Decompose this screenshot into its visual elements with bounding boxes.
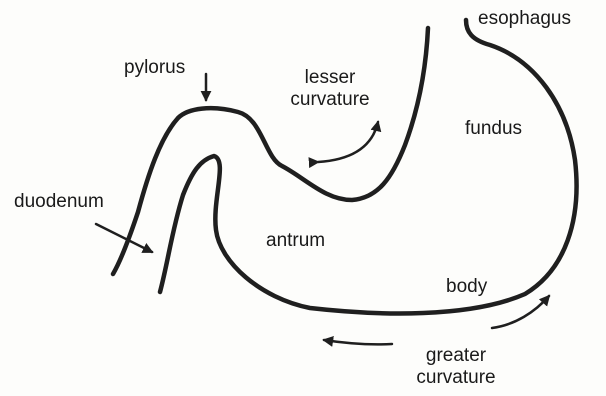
greater-curvature-arrow-left	[324, 340, 392, 344]
greater-curvature-line-1: greater	[400, 345, 512, 367]
pylorus-label: pylorus	[124, 57, 185, 79]
greater-curvature-line-2: curvature	[400, 367, 512, 389]
lesser-curvature-label: lesser curvature	[282, 67, 378, 111]
fundus-label: fundus	[465, 118, 522, 140]
lesser-curvature-arrow	[318, 122, 378, 162]
esophagus-label: esophagus	[478, 8, 571, 30]
body-label: body	[446, 276, 487, 298]
greater-curvature-label: greater curvature	[400, 345, 512, 389]
duodenum-label: duodenum	[14, 191, 104, 213]
antrum-label: antrum	[266, 230, 325, 252]
lesser-curvature-line-1: lesser	[282, 67, 378, 89]
lesser-curvature-line-2: curvature	[282, 89, 378, 111]
stomach-inner-wall	[160, 20, 577, 313]
